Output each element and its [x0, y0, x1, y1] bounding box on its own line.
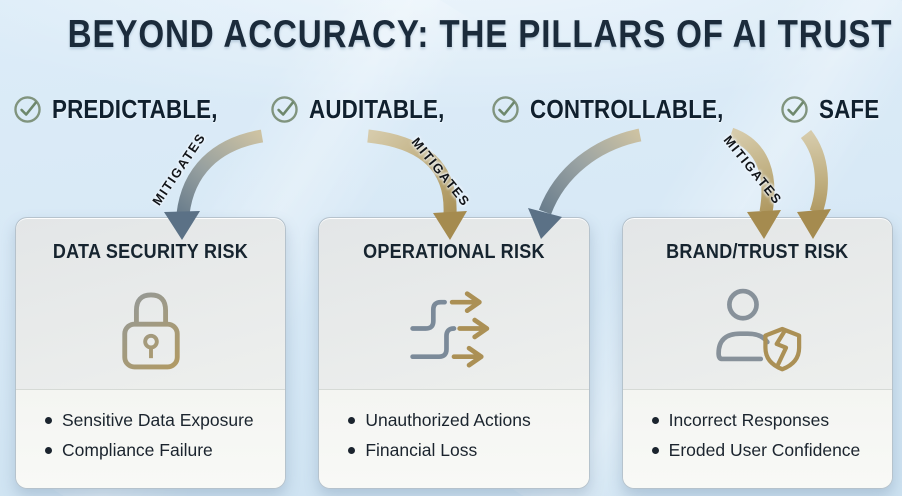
card-data-security-risk: DATA SECURITY RISK: [15, 217, 287, 489]
risk-list: Incorrect Responses Eroded User Confiden…: [650, 405, 882, 465]
list-item: Incorrect Responses: [650, 405, 882, 435]
list-item: Unauthorized Actions: [346, 405, 578, 435]
card-icon-area: [710, 264, 804, 389]
card-icon-area: [407, 264, 501, 389]
pillar-label: CONTROLLABLE,: [530, 94, 724, 124]
card-title: BRAND/TRUST RISK: [666, 241, 849, 263]
card-top: DATA SECURITY RISK: [16, 218, 285, 389]
list-item: Eroded User Confidence: [650, 435, 882, 465]
pillars-row: PREDICTABLE, AUDITABLE, CONTROLLABLE, SA…: [0, 94, 902, 125]
card-bullet-panel: Incorrect Responses Eroded User Confiden…: [622, 389, 892, 488]
pillar-predictable: PREDICTABLE,: [12, 94, 245, 125]
card-top: BRAND/TRUST RISK: [623, 218, 892, 389]
card-top: OPERATIONAL RISK: [319, 218, 588, 389]
check-circle-icon: [14, 96, 42, 123]
card-operational-risk: OPERATIONAL RISK: [318, 217, 590, 489]
card-title: DATA SECURITY RISK: [53, 241, 249, 263]
card-brand-trust-risk: BRAND/TRUST RISK: [621, 217, 893, 489]
list-item: Compliance Failure: [43, 435, 275, 465]
mitigates-label: MITIGATES: [408, 134, 474, 210]
card-icon-area: [116, 264, 186, 389]
branching-arrows-icon: [410, 291, 490, 368]
check-circle-icon: [271, 96, 298, 123]
risk-list: Unauthorized Actions Financial Loss: [346, 405, 578, 465]
risk-cards-row: DATA SECURITY RISK: [15, 217, 893, 489]
card-bullet-panel: Unauthorized Actions Financial Loss: [319, 389, 589, 488]
page-title: BEYOND ACCURACY: THE PILLARS OF AI TRUST: [67, 13, 893, 56]
mitigates-label: MITIGATES: [149, 129, 209, 209]
check-circle-icon: [492, 96, 520, 123]
pillar-safe: SAFE: [779, 94, 889, 125]
pillar-label: PREDICTABLE,: [52, 94, 218, 124]
check-circle-icon: [781, 96, 809, 123]
card-title: OPERATIONAL RISK: [363, 241, 545, 263]
mitigates-label: MITIGATES: [720, 132, 786, 208]
lock-icon: [121, 292, 180, 369]
pillar-label: AUDITABLE,: [308, 94, 445, 124]
risk-list: Sensitive Data Exposure Compliance Failu…: [43, 405, 275, 465]
pillar-auditable: AUDITABLE,: [269, 94, 467, 125]
person-broken-shield-icon: [716, 288, 802, 371]
list-item: Sensitive Data Exposure: [43, 405, 275, 435]
pillar-controllable: CONTROLLABLE,: [490, 94, 755, 125]
list-item: Financial Loss: [346, 435, 578, 465]
pillar-label: SAFE: [819, 94, 880, 124]
card-bullet-panel: Sensitive Data Exposure Compliance Failu…: [16, 389, 286, 488]
